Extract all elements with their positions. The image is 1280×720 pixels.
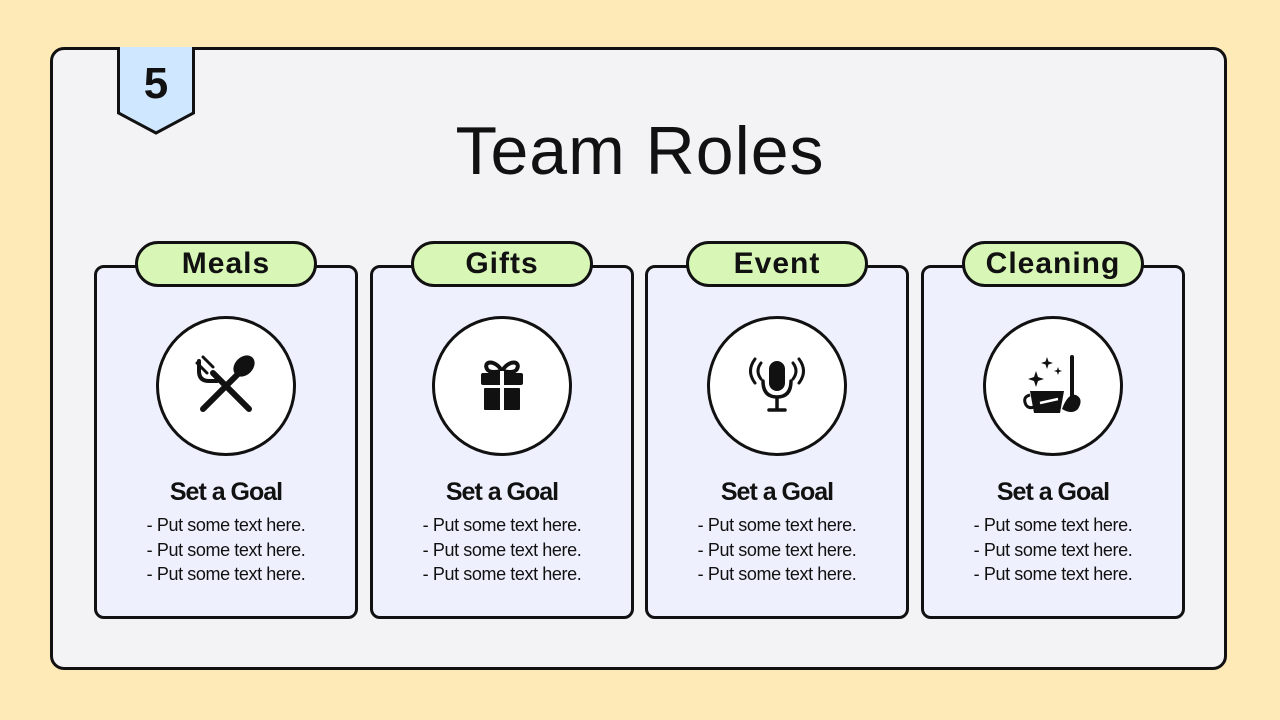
card-item: - Put some text here. <box>697 540 857 560</box>
cleaning-bucket-icon <box>1023 355 1081 413</box>
slide-number: 5 <box>143 59 169 108</box>
role-tag-gifts: Gifts <box>411 241 593 287</box>
gift-icon <box>481 360 523 411</box>
card-item: - Put some text here. <box>697 515 857 535</box>
icon-circle <box>432 316 572 456</box>
card-heading: Set a Goal <box>720 478 834 506</box>
card-item: - Put some text here. <box>422 564 582 584</box>
icon-circle <box>156 316 296 456</box>
card-item: - Put some text here. <box>973 564 1133 584</box>
icon-circle <box>983 316 1123 456</box>
card-item: - Put some text here. <box>973 515 1133 535</box>
card-item: - Put some text here. <box>973 540 1133 560</box>
card-item: - Put some text here. <box>146 515 306 535</box>
icon-circle <box>707 316 847 456</box>
card-item: - Put some text here. <box>422 540 582 560</box>
slide-number-badge: 5 <box>117 47 195 135</box>
card-item: - Put some text here. <box>422 515 582 535</box>
card-heading: Set a Goal <box>996 478 1110 506</box>
card-heading: Set a Goal <box>169 478 283 506</box>
fork-spoon-icon <box>195 355 255 412</box>
role-tag-event: Event <box>686 241 868 287</box>
card-item: - Put some text here. <box>697 564 857 584</box>
microphone-icon <box>749 357 805 412</box>
card-item: - Put some text here. <box>146 540 306 560</box>
role-tag-cleaning: Cleaning <box>962 241 1144 287</box>
card-item: - Put some text here. <box>146 564 306 584</box>
role-tag-meals: Meals <box>135 241 317 287</box>
page-title: Team Roles <box>455 113 825 189</box>
card-heading: Set a Goal <box>445 478 559 506</box>
